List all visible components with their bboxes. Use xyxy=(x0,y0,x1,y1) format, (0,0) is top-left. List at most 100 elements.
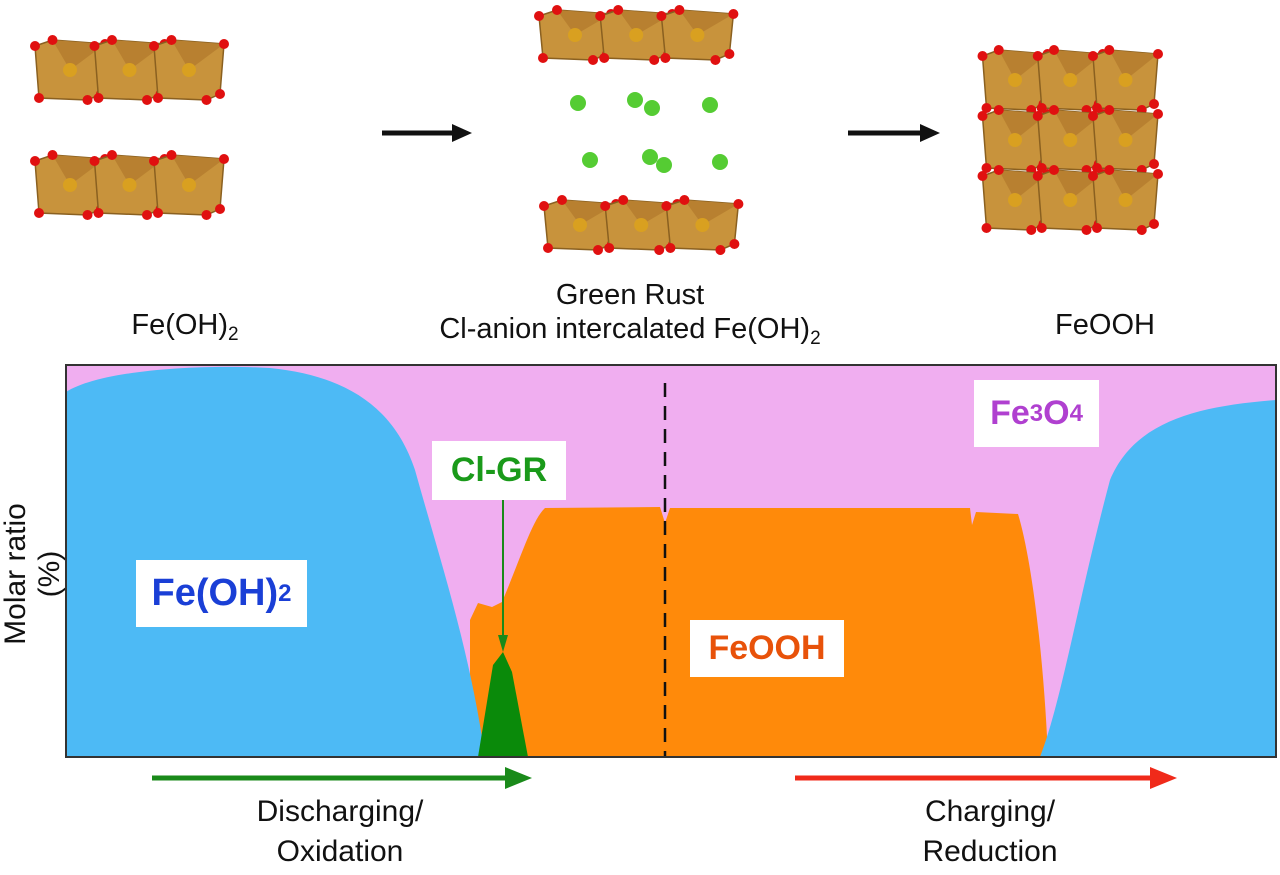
oxygen-atom xyxy=(153,93,163,103)
oxygen-atom xyxy=(47,150,58,160)
reaction-arrow-1 xyxy=(382,124,472,142)
series-label-feooh: FeOOH xyxy=(690,620,844,677)
oxygen-atom xyxy=(82,210,93,220)
oxygen-atom xyxy=(1049,105,1059,115)
octahedron-face xyxy=(171,155,224,185)
oxygen-atom xyxy=(1036,223,1047,233)
oxygen-atom xyxy=(977,111,988,121)
oxygen-atom xyxy=(1088,51,1098,61)
octahedron-face xyxy=(1109,50,1158,80)
oxygen-atom xyxy=(733,199,744,209)
fe-atom xyxy=(122,63,137,77)
label-subscript: 4 xyxy=(1069,399,1083,427)
oxygen-atom xyxy=(993,165,1004,175)
oxygen-atom xyxy=(599,53,610,63)
oxygen-atom xyxy=(215,89,225,99)
oxygen-atom xyxy=(595,11,606,21)
oxygen-atom xyxy=(538,53,548,63)
fe-atom xyxy=(1063,73,1078,87)
oxygen-atom xyxy=(1049,165,1059,175)
oxygen-atom xyxy=(89,156,100,166)
oxygen-atom xyxy=(219,39,229,49)
oxygen-atom xyxy=(149,156,159,166)
oxygen-atom xyxy=(674,5,685,15)
fe-atom xyxy=(573,218,587,232)
oxygen-atom xyxy=(1049,45,1059,55)
oxygen-atom xyxy=(679,195,690,205)
oxygen-atom xyxy=(1092,223,1102,233)
oxygen-atom xyxy=(729,239,740,249)
oxygen-atom xyxy=(93,208,104,218)
fe-atom xyxy=(1118,73,1133,87)
octahedron-face xyxy=(1109,110,1158,140)
oxygen-atom xyxy=(661,201,672,211)
oxygen-atom xyxy=(557,195,567,205)
label-text: Fe xyxy=(990,394,1030,432)
oxygen-atom xyxy=(1149,159,1159,169)
oxygen-atom xyxy=(34,208,44,218)
oxygen-atom xyxy=(47,35,58,45)
oxygen-atom xyxy=(1153,109,1163,119)
oxygen-atom xyxy=(588,55,598,65)
chloride-ion xyxy=(570,95,586,111)
oxygen-atom xyxy=(166,35,177,45)
chloride-ion xyxy=(644,100,660,116)
oxygen-atom xyxy=(153,208,163,218)
oxygen-atom xyxy=(977,171,988,181)
oxygen-atom xyxy=(649,55,660,65)
oxygen-atom xyxy=(656,11,667,21)
oxygen-atom xyxy=(1153,49,1163,59)
oxygen-atom xyxy=(977,51,988,61)
y-axis-label: Molar ratio (%) xyxy=(0,503,66,645)
oxygen-atom xyxy=(201,95,212,105)
oxygen-atom xyxy=(107,150,117,160)
fe-atom xyxy=(568,28,582,42)
oxygen-atom xyxy=(981,163,992,173)
oxygen-atom xyxy=(660,53,671,63)
oxygen-atom xyxy=(1026,225,1037,235)
chloride-ion xyxy=(642,149,658,165)
oxygen-atom xyxy=(1153,169,1163,179)
label-subscript: 2 xyxy=(228,324,239,345)
chloride-ion xyxy=(656,157,672,173)
reaction-arrow-2 xyxy=(848,124,940,142)
oxygen-atom xyxy=(215,204,225,214)
label-green-rust: Green Rust Cl-anion intercalated Fe(OH)2 xyxy=(380,278,880,356)
label-text: Cl-anion intercalated Fe(OH) xyxy=(439,313,811,345)
fe-atom xyxy=(1118,193,1133,207)
label-charging: Charging/ Reduction xyxy=(820,792,1160,872)
oxygen-atom xyxy=(89,41,100,51)
oxygen-atom xyxy=(715,245,726,255)
chloride-ion xyxy=(627,92,643,108)
octahedron-face xyxy=(679,10,734,35)
oxygen-atom xyxy=(1104,105,1115,115)
fe-atom xyxy=(63,63,77,77)
label-discharging: Discharging/ Oxidation xyxy=(170,792,510,872)
oxygen-atom xyxy=(1088,111,1098,121)
fe-atom xyxy=(63,178,77,192)
oxygen-atom xyxy=(1032,111,1043,121)
oxygen-atom xyxy=(201,210,212,220)
label-line2: Oxidation xyxy=(276,835,404,868)
label-text: Fe(OH) xyxy=(131,309,229,341)
oxygen-atom xyxy=(593,245,603,255)
label-feooh-structure: FeOOH xyxy=(1055,309,1155,341)
oxygen-atom xyxy=(1149,99,1159,109)
label-line1: Discharging/ xyxy=(256,795,424,828)
oxygen-atom xyxy=(1136,225,1147,235)
fe-atom xyxy=(1063,133,1078,147)
oxygen-atom xyxy=(552,5,562,15)
oxygen-atom xyxy=(534,11,544,21)
oxygen-atom xyxy=(142,210,152,220)
oxygen-atom xyxy=(1104,45,1115,55)
fe-atom xyxy=(1008,73,1022,87)
octahedron-face xyxy=(1109,170,1158,200)
oxygen-atom xyxy=(993,105,1004,115)
fe-atom xyxy=(182,63,196,77)
chloride-ion xyxy=(712,154,728,170)
fe-atom xyxy=(690,28,705,42)
label-fe-oh-2-structure: Fe(OH)2 xyxy=(100,308,270,352)
fe-atom xyxy=(629,28,644,42)
oxygen-atom xyxy=(166,150,177,160)
oxygen-atom xyxy=(600,201,611,211)
